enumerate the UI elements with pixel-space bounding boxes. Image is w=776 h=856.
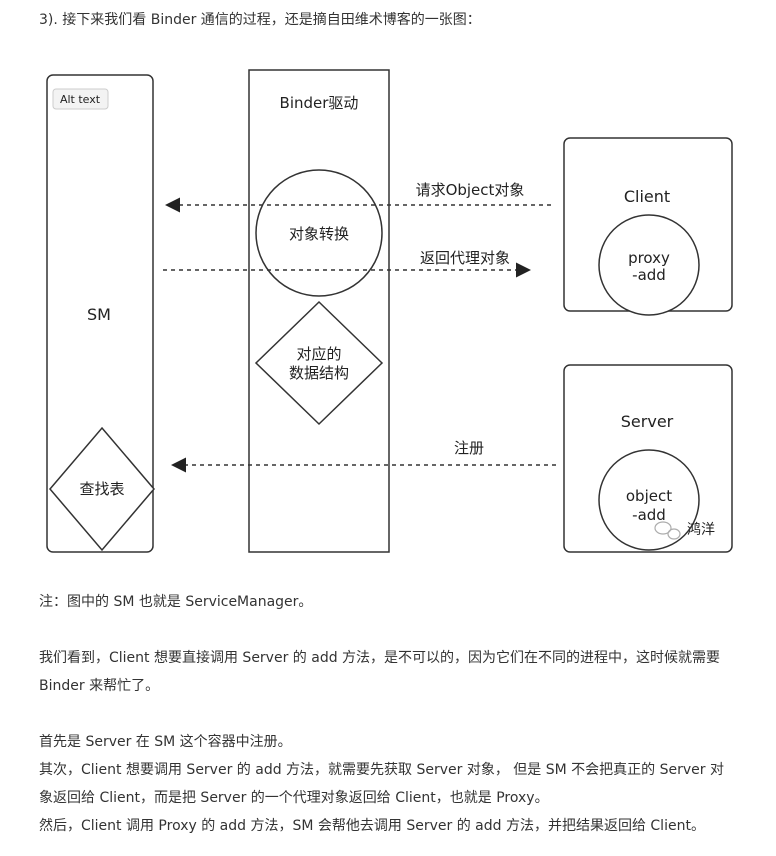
data-structure-diamond <box>254 300 384 426</box>
section-heading: 3). 接下来我们看 Binder 通信的过程，还是摘自田维术博客的一张图： <box>39 12 481 28</box>
paragraph-1-line-2: Binder 来帮忙了。 <box>39 678 160 694</box>
paragraph-2-line-3: 象返回给 Client，而是把 Server 的一个代理对象返回给 Client… <box>39 790 549 806</box>
request-label: 请求Object对象 <box>416 181 525 199</box>
proxy-circle <box>598 214 700 316</box>
object-circle <box>598 449 700 551</box>
sm-box <box>46 74 154 553</box>
lookup-table-diamond <box>49 426 155 552</box>
server-label: Server <box>621 412 674 431</box>
client-label: Client <box>624 187 670 206</box>
proxy-label-2: -add <box>632 266 666 284</box>
object-label-2: -add <box>632 506 666 524</box>
object-label-1: object <box>626 487 672 505</box>
data-structure-label-1: 对应的 <box>296 345 341 363</box>
sm-label: SM <box>87 305 111 324</box>
watermark-label: 鸿洋 <box>687 521 715 538</box>
object-convert-label: 对象转换 <box>289 225 349 243</box>
object-convert-circle <box>255 169 383 297</box>
proxy-label-1: proxy <box>628 249 670 267</box>
note-paragraph: 注：图中的 SM 也就是 ServiceManager。 <box>39 594 313 610</box>
alt-text-label: Alt text <box>60 93 101 106</box>
paragraph-2-line-2: 其次，Client 想要调用 Server 的 add 方法，就需要先获取 Se… <box>39 762 724 778</box>
paragraph-2-line-1: 首先是 Server 在 SM 这个容器中注册。 <box>39 734 292 750</box>
binder-driver-label: Binder驱动 <box>280 94 359 112</box>
alt-text-button[interactable] <box>52 88 109 110</box>
lookup-table-label: 查找表 <box>79 480 124 498</box>
paragraph-2-line-4: 然后，Client 调用 Proxy 的 add 方法，SM 会帮他去调用 Se… <box>39 818 705 834</box>
binder-diagram: Alt text SM 查找表 Binder驱动 对象转换 对应的 数据结构 请… <box>36 60 746 565</box>
data-structure-label-2: 数据结构 <box>289 364 349 382</box>
return-label: 返回代理对象 <box>420 249 510 267</box>
paragraph-1-line-1: 我们看到，Client 想要直接调用 Server 的 add 方法，是不可以的… <box>39 650 721 666</box>
watermark-icon <box>654 521 681 540</box>
register-label: 注册 <box>454 439 484 457</box>
